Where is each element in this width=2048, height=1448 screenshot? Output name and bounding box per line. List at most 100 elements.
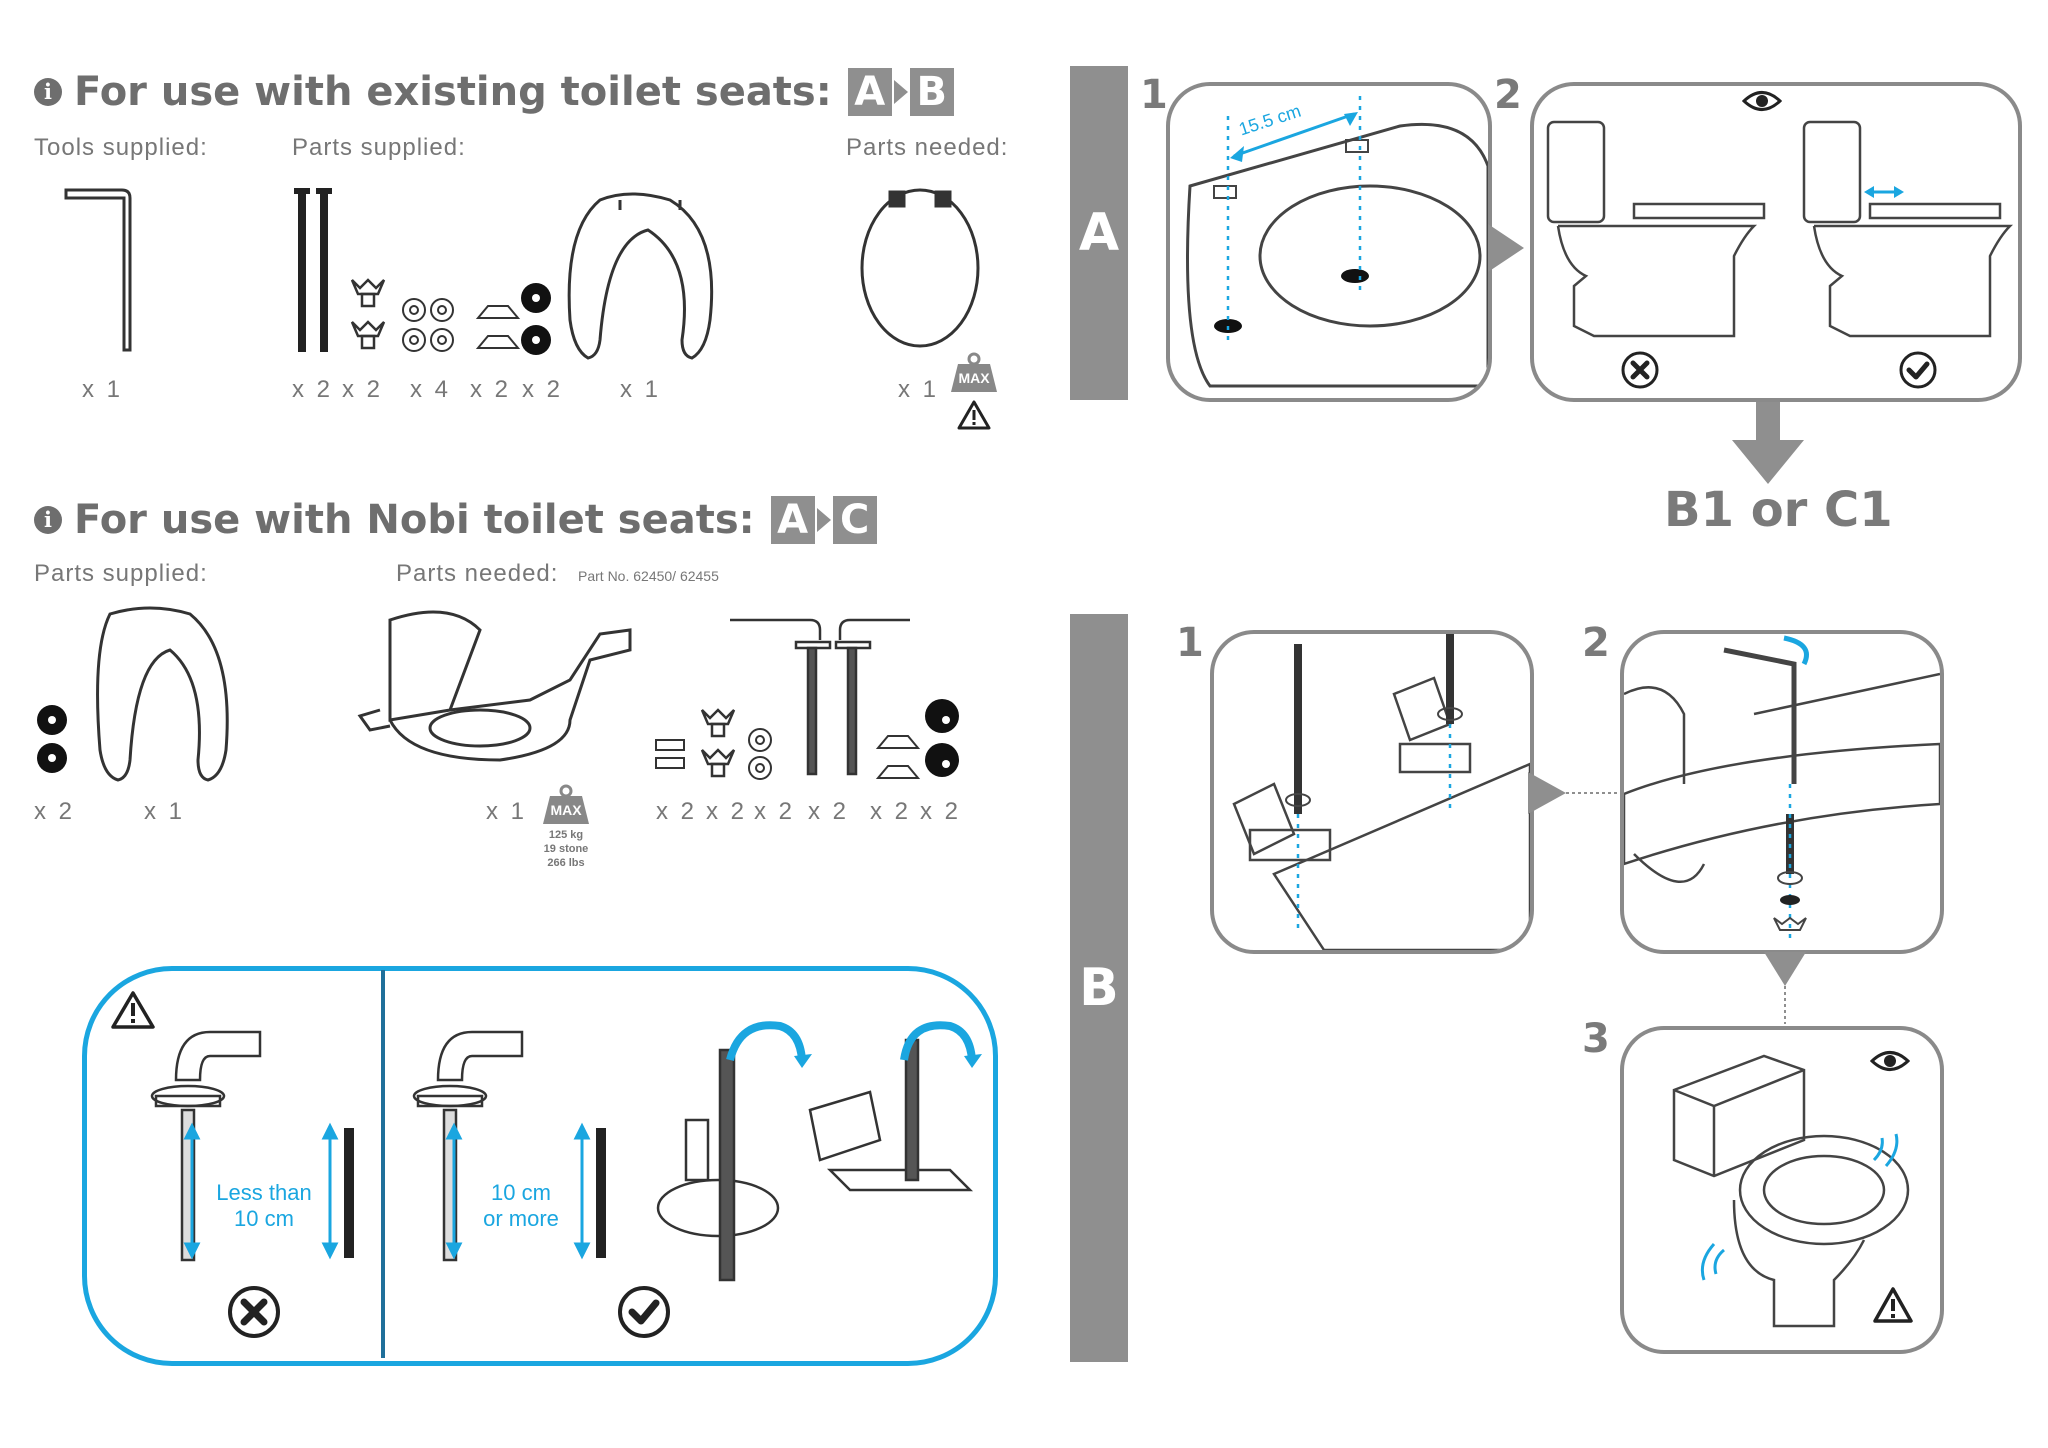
washers-icon bbox=[402, 298, 454, 352]
step-b2-number: 2 bbox=[1582, 620, 1610, 666]
qty-seat: x 1 bbox=[898, 376, 940, 403]
bolt-length-illustration bbox=[150, 1021, 982, 1282]
less-than-line2: 10 cm bbox=[234, 1206, 294, 1231]
step-a1-panel bbox=[1166, 82, 1492, 402]
caps-icon bbox=[655, 739, 685, 769]
bolt-length-panel bbox=[82, 966, 998, 1366]
hinge-bolt-icon bbox=[656, 1048, 780, 1282]
cones-icon bbox=[875, 735, 921, 779]
qty-frame-2: x 1 bbox=[144, 798, 186, 825]
washers-icon bbox=[748, 728, 772, 780]
wingnuts-icon bbox=[350, 278, 386, 350]
nobi-seat-icon bbox=[357, 610, 632, 762]
cones-icon bbox=[475, 305, 521, 349]
long-bolt-icon bbox=[596, 1128, 606, 1258]
measure-arrow-icon bbox=[183, 1122, 339, 1260]
down-arrow-icon bbox=[1764, 952, 1806, 1024]
short-bolt-icon bbox=[344, 1128, 354, 1258]
step-b-bar: B bbox=[1070, 614, 1128, 1362]
parts-needed-label: Parts needed: bbox=[846, 134, 1009, 161]
step-a1-number: 1 bbox=[1140, 72, 1168, 118]
badge-to: B bbox=[909, 68, 954, 116]
section1-parts-illustration bbox=[64, 188, 980, 360]
rubber-washers-icon bbox=[521, 283, 551, 355]
check-icon bbox=[1899, 351, 1937, 389]
seat-hinge-icon bbox=[808, 1038, 974, 1192]
qty-rubber-2: x 2 bbox=[34, 798, 76, 825]
allen-key-icon bbox=[64, 188, 132, 352]
badge-from: A bbox=[770, 496, 815, 544]
max-capacity: 125 kg 19 stone 266 lbs bbox=[530, 828, 602, 870]
finished-toilet-illustration bbox=[1672, 1054, 1910, 1328]
qty-bolts: x 2 bbox=[292, 376, 334, 403]
qty-cones-2: x 2 bbox=[870, 798, 912, 825]
weight-max-icon: MAX bbox=[542, 784, 590, 826]
weight-max-label-2: MAX bbox=[550, 802, 582, 818]
seat-measure-illustration bbox=[1186, 96, 1488, 388]
qty-washers-2: x 2 bbox=[754, 798, 796, 825]
badge-from: A bbox=[847, 68, 892, 116]
tools-supplied-label: Tools supplied: bbox=[34, 134, 208, 161]
check-icon bbox=[618, 1286, 670, 1338]
eye-icon bbox=[1870, 1051, 1910, 1071]
less-than-text: Less than 10 cm bbox=[204, 1180, 324, 1232]
qty-frame: x 1 bbox=[620, 376, 662, 403]
qty-wingnuts: x 2 bbox=[342, 376, 384, 403]
step-b3-number: 3 bbox=[1582, 1016, 1610, 1062]
section2-title: For use with Nobi toilet seats: bbox=[74, 497, 755, 543]
seat-position-illustration bbox=[1546, 120, 2014, 338]
qty-bolts-2: x 2 bbox=[808, 798, 850, 825]
step-a-bar: A bbox=[1070, 66, 1128, 400]
toilet-seat-icon bbox=[860, 188, 980, 348]
step-a2-panel bbox=[1530, 82, 2022, 402]
section1-badge: A B bbox=[842, 68, 954, 116]
cross-icon bbox=[228, 1286, 280, 1338]
tighten-bolts-illustration bbox=[1624, 635, 1940, 944]
rotate-arrow-icon bbox=[726, 1021, 976, 1062]
parts-supplied-label-2: Parts supplied: bbox=[34, 560, 208, 587]
step-a2-number: 2 bbox=[1494, 72, 1522, 118]
info-icon: i bbox=[34, 78, 62, 106]
cross-icon bbox=[1621, 351, 1659, 389]
section2-title-row: i For use with Nobi toilet seats: A C bbox=[34, 496, 877, 544]
more-line2: or more bbox=[483, 1206, 559, 1231]
parts-supplied-label: Parts supplied: bbox=[292, 134, 466, 161]
qty-cones: x 2 bbox=[470, 376, 512, 403]
panel-divider bbox=[381, 970, 385, 1358]
step-b1-panel bbox=[1210, 630, 1534, 954]
badge-arrow-icon bbox=[816, 508, 831, 532]
rubber-washers-icon bbox=[37, 705, 67, 773]
weight-max-icon: MAX bbox=[950, 352, 998, 394]
qty-caps: x 2 bbox=[656, 798, 698, 825]
step-b1-number: 1 bbox=[1176, 620, 1204, 666]
down-arrow-icon bbox=[1732, 402, 1804, 484]
next-arrow-icon bbox=[1528, 772, 1620, 814]
section2-badge: A C bbox=[765, 496, 877, 544]
step-b3-panel bbox=[1620, 1026, 1944, 1354]
riser-frame-icon bbox=[96, 606, 229, 782]
info-icon: i bbox=[34, 506, 62, 534]
less-than-line1: Less than bbox=[216, 1180, 312, 1205]
part-number: Part No. 62450/ 62455 bbox=[578, 568, 719, 584]
more-text: 10 cm or more bbox=[466, 1180, 576, 1232]
badge-arrow-icon bbox=[893, 80, 908, 104]
qty-washers: x 4 bbox=[410, 376, 452, 403]
more-line1: 10 cm bbox=[491, 1180, 551, 1205]
section2-parts-illustration bbox=[37, 606, 959, 782]
measure-arrow-icon bbox=[445, 1122, 591, 1260]
max-stone: 19 stone bbox=[543, 843, 589, 855]
next-arrow-icon bbox=[1488, 224, 1524, 272]
qty-rubber-3: x 2 bbox=[920, 798, 962, 825]
warning-icon bbox=[957, 400, 991, 430]
wingnuts-icon bbox=[700, 708, 736, 778]
section1-title: For use with existing toilet seats: bbox=[74, 69, 832, 115]
insert-bolts-illustration bbox=[1232, 634, 1530, 950]
badge-to: C bbox=[832, 496, 877, 544]
qty-wingnuts-2: x 2 bbox=[706, 798, 748, 825]
parts-needed-label-2: Parts needed: bbox=[396, 560, 559, 587]
warning-icon bbox=[111, 991, 155, 1029]
bolts-icon bbox=[294, 188, 332, 352]
step-b2-panel bbox=[1620, 630, 1944, 954]
max-kg: 125 kg bbox=[548, 829, 584, 841]
eye-icon bbox=[1742, 91, 1782, 111]
